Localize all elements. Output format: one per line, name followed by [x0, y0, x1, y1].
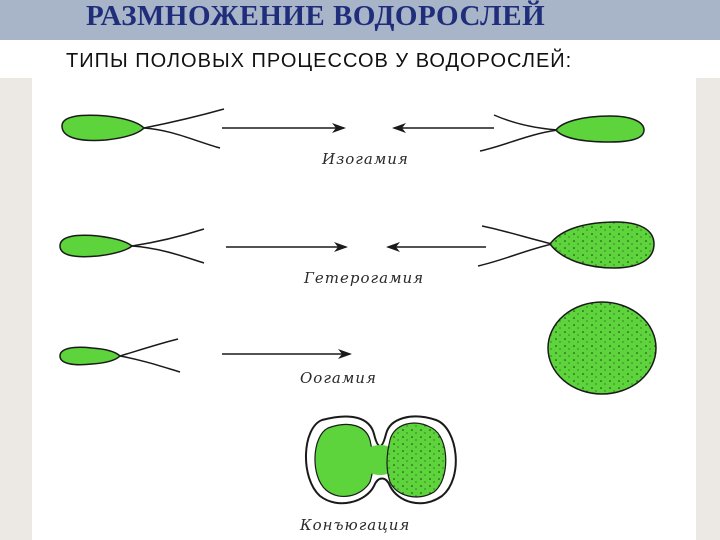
oogamy-label: Оогамия [300, 369, 377, 387]
flagella-sperm-1 [119, 338, 179, 357]
arrow-left [386, 242, 486, 252]
conjugation-label: Конъюгация [299, 516, 410, 534]
microgamete [59, 234, 134, 258]
flagella-micro-2 [131, 245, 205, 264]
flagella-sperm-2 [119, 355, 181, 373]
arrow-right [222, 349, 352, 359]
conjugating-cell-right [386, 422, 447, 498]
isogamete-right [555, 115, 645, 143]
subtitle-band [0, 40, 720, 78]
heterogamy-row: Гетерогамия [59, 221, 655, 287]
flagella-right-2 [479, 129, 559, 152]
flagella-micro-1 [131, 228, 205, 247]
isogamy-row: Изогамия [61, 108, 645, 168]
flagella-macro-1 [481, 225, 553, 245]
heterogamy-label: Гетерогамия [303, 269, 424, 287]
oogamy-row: Оогамия [59, 301, 657, 395]
diagram-panel: Изогамия Гетерогамия [32, 78, 696, 540]
conjugation-bridge [368, 445, 392, 475]
isogamy-label: Изогамия [321, 150, 409, 168]
macrogamete [549, 221, 655, 269]
flagella-left-1 [143, 108, 225, 129]
flagella-right-1 [493, 114, 559, 131]
flagella-left-2 [143, 127, 221, 149]
egg-cell [547, 301, 657, 395]
sexual-process-diagram: Изогамия Гетерогамия [59, 108, 657, 534]
conjugation-row: Конъюгация [299, 415, 457, 534]
conjugating-cell-left [314, 423, 374, 498]
flagella-macro-2 [477, 243, 553, 267]
arrow-right [222, 123, 346, 133]
title-bar [0, 0, 720, 40]
page-subtitle: ТИПЫ ПОЛОВЫХ ПРОЦЕССОВ У ВОДОРОСЛЕЙ: [66, 50, 573, 72]
arrow-right [226, 242, 348, 252]
arrow-left [392, 123, 494, 133]
spermatozoid [59, 346, 122, 366]
page-title: РАЗМНОЖЕНИЕ ВОДОРОСЛЕЙ [86, 0, 546, 32]
isogamete-left [61, 114, 146, 142]
